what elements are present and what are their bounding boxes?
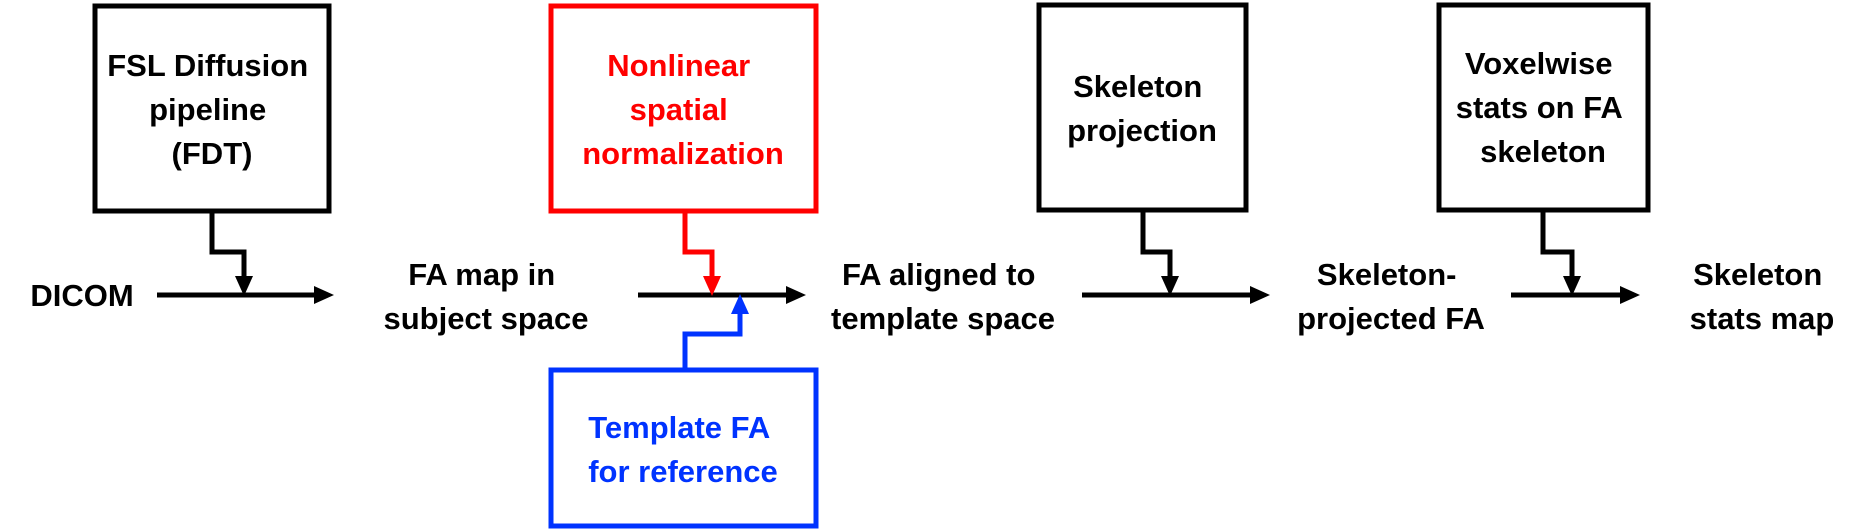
flow-arrow-dicom-to-fa-subject <box>157 286 334 304</box>
skeleton-projection-connector <box>1140 210 1179 296</box>
skeleton-stats-map-label: Skeleton stats map <box>1690 257 1835 336</box>
skeleton-projection-box-frame <box>1036 2 1249 213</box>
template-fa-box: Template FA for reference <box>548 367 819 529</box>
voxelwise-stats-connector <box>1540 210 1581 296</box>
skeleton-projection-box-label: Skeleton projection <box>1067 69 1217 148</box>
template-fa-box-label: Template FA for reference <box>588 410 778 489</box>
flow-arrow-fa-subject-to-fa-template <box>638 286 806 304</box>
normalization-connector <box>682 211 721 296</box>
fa-subject-space-label: FA map in subject space <box>383 257 588 336</box>
normalization-box: Nonlinear spatial normalization <box>548 3 819 214</box>
flow-arrow-fa-template-to-skeleton-fa <box>1082 286 1270 304</box>
skeleton-projection-box: Skeleton projection <box>1036 2 1249 213</box>
voxelwise-stats-box: Voxelwise stats on FA skeleton <box>1436 2 1651 213</box>
fa-template-space-label: FA aligned to template space <box>831 257 1055 336</box>
flow-arrow-skeleton-fa-to-stats-map <box>1511 286 1640 304</box>
skeleton-projected-fa-label: Skeleton- projected FA <box>1297 257 1485 336</box>
dicom-label: DICOM <box>30 278 133 313</box>
fdt-connector <box>209 211 253 296</box>
template-fa-box-frame <box>548 367 819 529</box>
voxelwise-stats-box-label: Voxelwise stats on FA skeleton <box>1456 46 1631 169</box>
fdt-box-label: FSL Diffusion pipeline (FDT) <box>107 48 317 171</box>
template-fa-connector <box>682 294 749 370</box>
fdt-box: FSL Diffusion pipeline (FDT) <box>92 3 332 214</box>
normalization-box-label: Nonlinear spatial normalization <box>582 48 784 171</box>
